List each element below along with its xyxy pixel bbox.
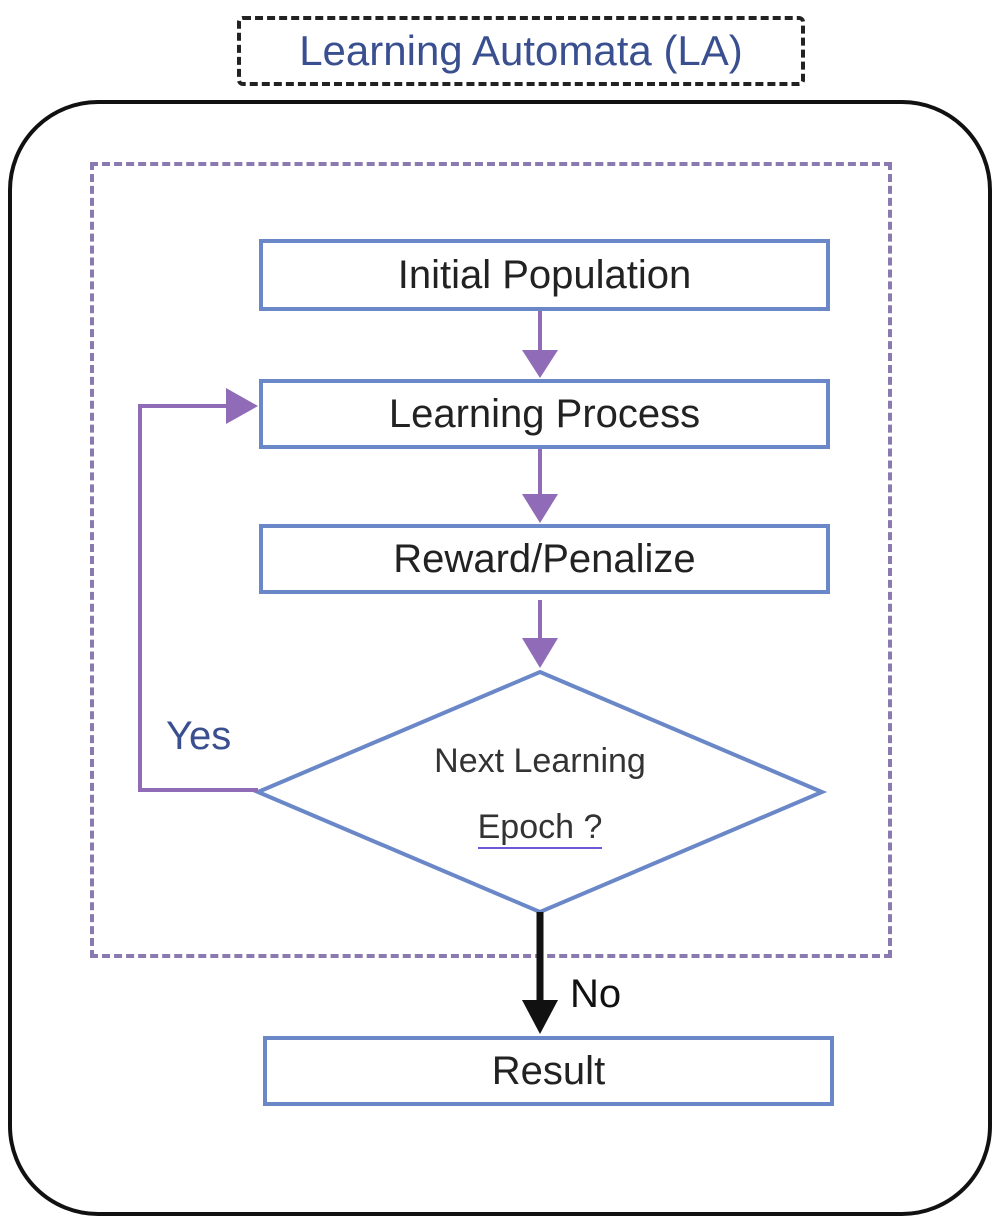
arrow-learning-to-reward — [522, 449, 558, 523]
decision-diamond — [252, 669, 828, 915]
result-label: Result — [491, 1048, 606, 1093]
decision-label-line2: Epoch ? — [330, 808, 750, 849]
learning-process-box: Learning Process — [259, 379, 830, 449]
decision-label-epoch: Epoch ? — [477, 808, 603, 849]
yes-loop-arrow — [138, 388, 258, 792]
learning-loop-frame — [90, 162, 892, 958]
learning-process-label: Learning Process — [388, 391, 701, 436]
reward-penalize-box: Reward/Penalize — [259, 524, 830, 594]
result-box: Result — [263, 1036, 834, 1106]
diagram-title: Learning Automata (LA) — [237, 16, 805, 86]
arrow-reward-to-decision — [522, 600, 558, 668]
initial-population-label: Initial Population — [397, 252, 692, 297]
reward-penalize-label: Reward/Penalize — [393, 536, 696, 581]
diagram-title-text: Learning Automata (LA) — [299, 27, 743, 74]
outer-frame — [8, 100, 992, 1216]
initial-population-box: Initial Population — [259, 239, 830, 311]
no-exit-arrow — [522, 912, 558, 1034]
yes-label: Yes — [166, 714, 232, 758]
no-label: No — [570, 972, 622, 1016]
decision-label-line1: Next Learning — [434, 742, 646, 780]
arrow-initial-to-learning — [522, 311, 558, 378]
